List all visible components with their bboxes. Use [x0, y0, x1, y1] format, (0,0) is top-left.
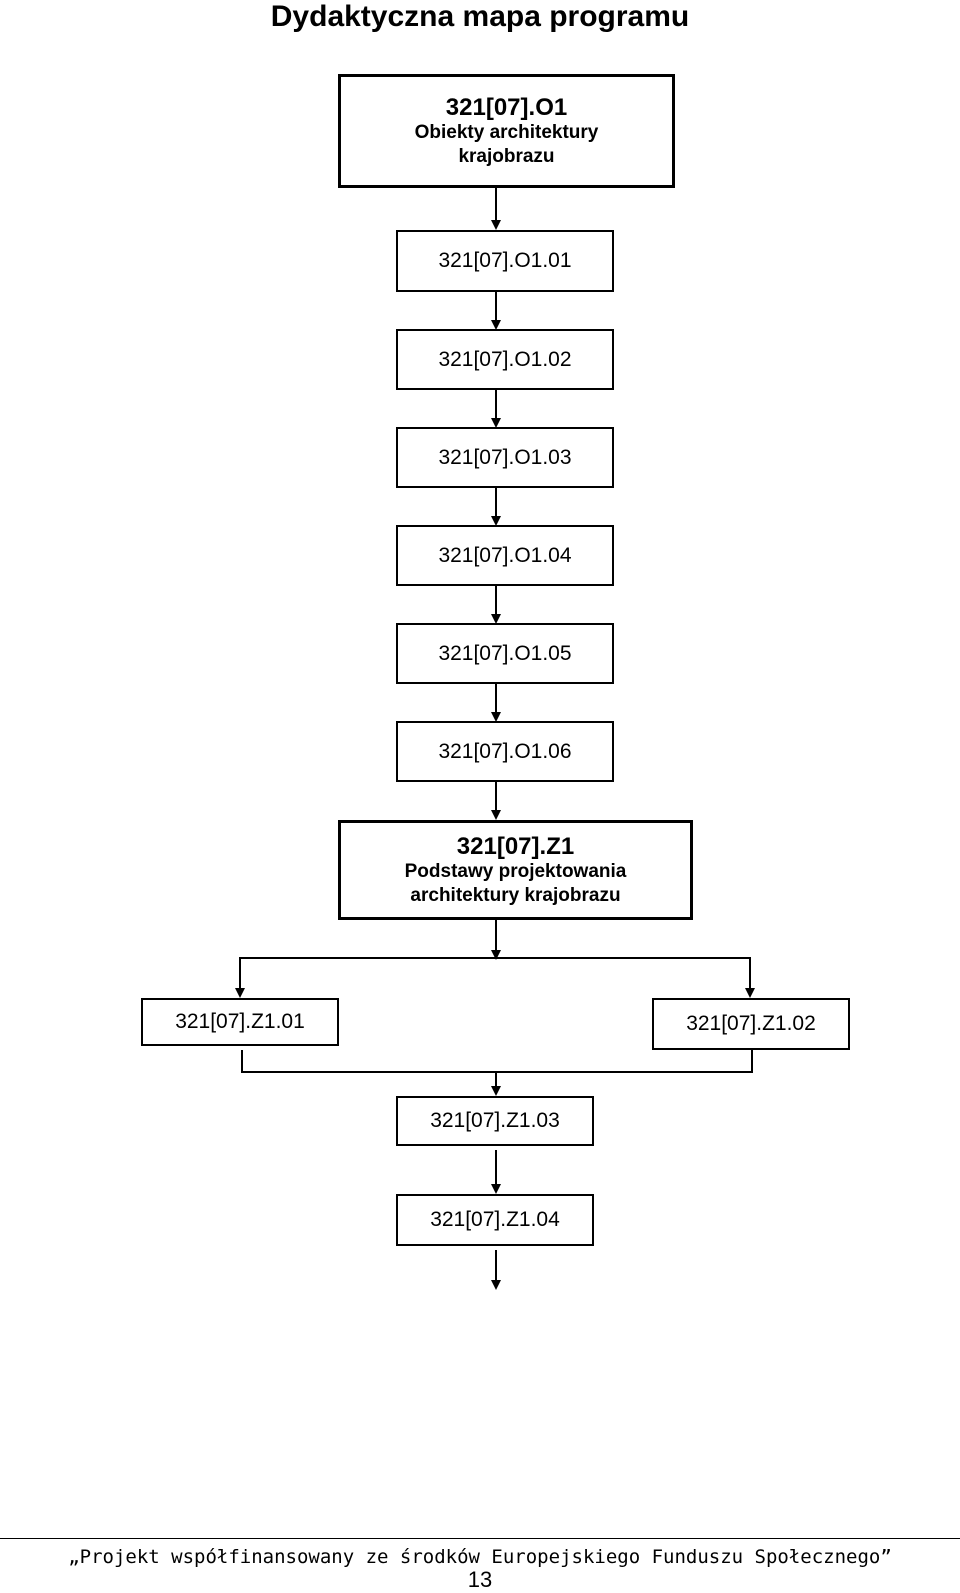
module-o1-box: 321[07].O1 Obiekty architektury krajobra… [338, 74, 675, 188]
unit-o1-01-box: 321[07].O1.01 [396, 230, 614, 292]
unit-o1-02-code: 321[07].O1.02 [438, 347, 572, 371]
unit-o1-06-box: 321[07].O1.06 [396, 721, 614, 782]
unit-z1-03-box: 321[07].Z1.03 [396, 1096, 594, 1146]
module-z1-box: 321[07].Z1 Podstawy projektowania archit… [338, 820, 693, 920]
unit-z1-01-code: 321[07].Z1.01 [175, 1010, 305, 1033]
footer-text: „Projekt współfinansowany ze środków Eur… [68, 1546, 892, 1568]
merge-line [241, 1050, 753, 1073]
unit-z1-04-box: 321[07].Z1.04 [396, 1194, 594, 1246]
unit-z1-04-code: 321[07].Z1.04 [430, 1208, 560, 1231]
module-o1-name-line2: krajobrazu [458, 145, 555, 167]
unit-z1-01-box: 321[07].Z1.01 [141, 998, 339, 1046]
module-z1-code: 321[07].Z1 [456, 832, 575, 860]
module-z1-name-line1: Podstawy projektowania [404, 860, 627, 882]
unit-o1-03-box: 321[07].O1.03 [396, 427, 614, 488]
unit-o1-03-code: 321[07].O1.03 [438, 445, 572, 469]
unit-o1-01-code: 321[07].O1.01 [438, 249, 572, 272]
unit-z1-03-code: 321[07].Z1.03 [430, 1109, 560, 1132]
unit-z1-02-code: 321[07].Z1.02 [686, 1012, 816, 1035]
unit-o1-02-box: 321[07].O1.02 [396, 329, 614, 390]
unit-z1-02-box: 321[07].Z1.02 [652, 998, 850, 1050]
footer-divider [0, 1538, 960, 1539]
unit-o1-06-code: 321[07].O1.06 [438, 739, 572, 763]
unit-o1-04-box: 321[07].O1.04 [396, 525, 614, 586]
page-number: 13 [467, 1567, 493, 1592]
branch-line [239, 957, 751, 996]
page-title: Dydaktyczna mapa programu [270, 0, 690, 33]
module-o1-code: 321[07].O1 [445, 93, 568, 121]
module-o1-name-line1: Obiekty architektury [414, 121, 599, 143]
unit-o1-05-code: 321[07].O1.05 [438, 641, 572, 665]
module-z1-name-line2: architektury krajobrazu [410, 884, 621, 906]
unit-o1-05-box: 321[07].O1.05 [396, 623, 614, 684]
unit-o1-04-code: 321[07].O1.04 [438, 543, 572, 567]
